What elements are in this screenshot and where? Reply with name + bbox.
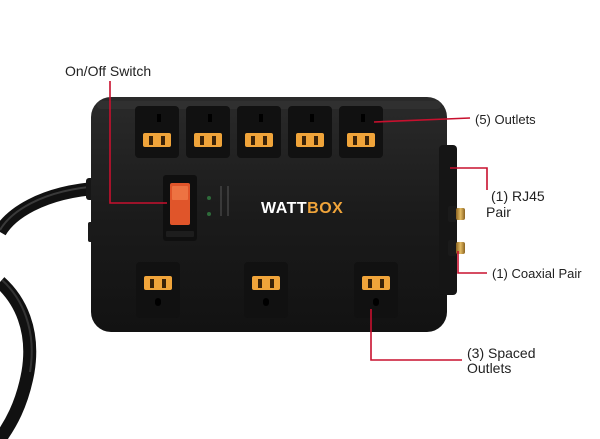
label-on-off-switch: On/Off Switch bbox=[65, 63, 152, 79]
label-five-outlets: (5) Outlets bbox=[475, 112, 536, 127]
on-off-switch[interactable] bbox=[163, 175, 197, 241]
outlet bbox=[288, 106, 332, 158]
power-cord bbox=[0, 178, 102, 439]
outlet bbox=[186, 106, 230, 158]
leader-lines bbox=[109, 81, 488, 361]
wattbox-logo: WATTBOX bbox=[261, 200, 344, 217]
leader-line-switch bbox=[109, 81, 167, 204]
outlet bbox=[339, 106, 383, 158]
leader-line-rj45 bbox=[450, 167, 488, 190]
outlet bbox=[136, 262, 180, 318]
status-indicators bbox=[207, 186, 229, 216]
leader-line-outlets bbox=[373, 117, 471, 123]
label-rj45-line1: (1) RJ45 bbox=[491, 188, 545, 204]
spaced-outlets bbox=[136, 262, 398, 318]
leader-line-coax bbox=[457, 251, 487, 274]
label-spaced-outlets-line2: Outlets bbox=[467, 360, 512, 376]
outlet bbox=[244, 262, 288, 318]
label-spaced-outlets-line1: (3) Spaced bbox=[467, 345, 536, 361]
outlet bbox=[135, 106, 179, 158]
coaxial-connectors bbox=[448, 206, 465, 256]
outlet bbox=[237, 106, 281, 158]
label-coaxial-pair: (1) Coaxial Pair bbox=[492, 266, 582, 281]
outlet bbox=[354, 262, 398, 318]
label-rj45-line2: Pair bbox=[486, 204, 511, 220]
leader-line-spaced bbox=[370, 309, 462, 361]
top-outlets bbox=[135, 106, 383, 158]
